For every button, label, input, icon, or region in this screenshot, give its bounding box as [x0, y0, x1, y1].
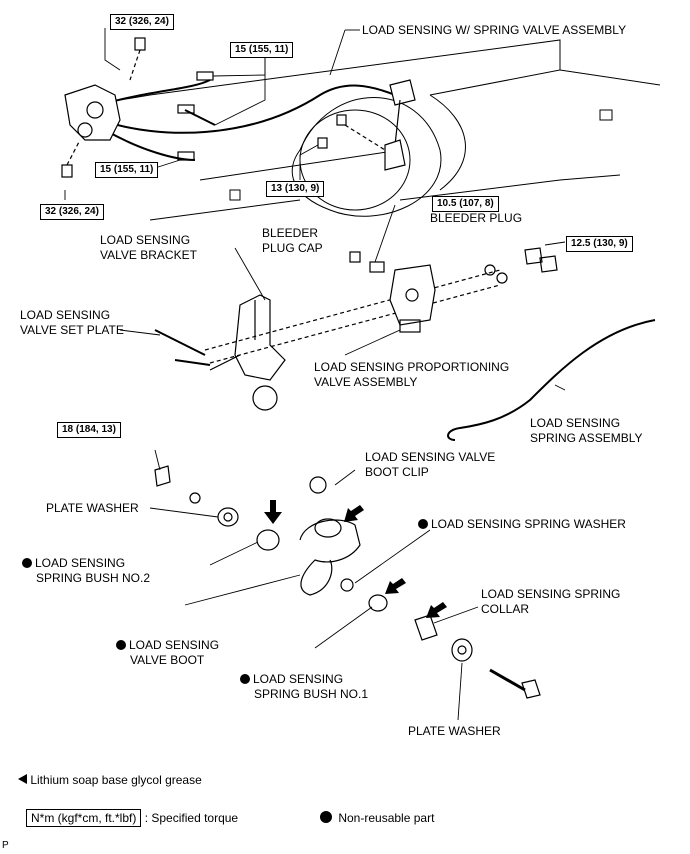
label-valve-boot-1: LOAD SENSING	[116, 638, 219, 653]
legend-grease-text: Lithium soap base glycol grease	[30, 773, 202, 787]
label-boot-clip-1: LOAD SENSING VALVE	[365, 450, 496, 464]
label-boot-clip-2: BOOT CLIP	[365, 465, 429, 479]
torque-32-top: 32 (326, 24)	[110, 14, 174, 30]
legend-torque-desc: : Specified torque	[144, 811, 239, 825]
label-bleeder-plug-cap-2: PLUG CAP	[262, 241, 323, 255]
label-valve-bracket-2: VALVE BRACKET	[100, 248, 197, 262]
lower-parts	[154, 465, 541, 699]
torque-18: 18 (184, 13)	[57, 422, 121, 438]
grease-arrow-icon	[18, 774, 27, 784]
label-spring-collar-2: COLLAR	[481, 602, 530, 616]
non-reusable-dot-icon	[418, 519, 428, 529]
label-valve-set-plate-1: LOAD SENSING	[20, 308, 111, 322]
label-proportioning-valve-2: VALVE ASSEMBLY	[314, 375, 418, 389]
non-reusable-dot-icon	[240, 674, 250, 684]
torque-12-5: 12.5 (130, 9)	[566, 236, 633, 252]
torque-13: 13 (130, 9)	[266, 181, 325, 197]
valve-set-plate-bolts	[154, 269, 501, 366]
label-bush-no1-1: LOAD SENSING	[240, 672, 343, 687]
leader-lines	[64, 28, 566, 721]
label-valve-boot-1-text: LOAD SENSING	[129, 638, 220, 652]
label-plate-washer-upper: PLATE WASHER	[46, 501, 139, 515]
label-bush-no2-1-text: LOAD SENSING	[35, 556, 126, 570]
corner-mark: P	[2, 840, 9, 851]
upper-right-valve	[317, 79, 416, 171]
torque-15-top: 15 (155, 11)	[230, 42, 294, 58]
label-bleeder-plug-cap-1: BLEEDER	[262, 226, 319, 240]
label-spring-washer: LOAD SENSING SPRING WASHER	[418, 517, 626, 532]
grease-arrows	[264, 500, 447, 618]
label-proportioning-valve-1: LOAD SENSING PROPORTIONING	[314, 360, 510, 374]
torque-10-5: 10.5 (107, 8)	[432, 196, 499, 212]
non-reusable-dot-icon	[22, 558, 32, 568]
label-spring-assembly-1: LOAD SENSING	[530, 416, 621, 430]
label-spring-assembly-2: SPRING ASSEMBLY	[530, 431, 643, 445]
label-valve-set-plate-2: VALVE SET PLATE	[20, 323, 124, 337]
torque-15-left: 15 (155, 11)	[95, 162, 159, 178]
label-bush-no1-2: SPRING BUSH NO.1	[254, 687, 369, 701]
label-bush-no2-2: SPRING BUSH NO.2	[36, 571, 151, 585]
label-valve-bracket-1: LOAD SENSING	[100, 233, 191, 247]
legend-torque-unit: N*m (kgf*cm, ft.*lbf)	[26, 809, 142, 827]
label-bleeder-plug: BLEEDER PLUG	[430, 211, 523, 225]
proportioning-valve	[349, 247, 558, 333]
label-spring-washer-text: LOAD SENSING SPRING WASHER	[431, 517, 626, 531]
spring-assembly	[447, 319, 656, 441]
legend-grease: Lithium soap base glycol grease	[18, 773, 202, 788]
axle-housing	[119, 39, 661, 221]
label-spring-valve-assembly: LOAD SENSING W/ SPRING VALVE ASSEMBLY	[362, 23, 627, 37]
label-spring-collar-1: LOAD SENSING SPRING	[481, 587, 621, 601]
legend-non-reusable-text: Non-reusable part	[338, 811, 435, 825]
torque-32-bottom: 32 (326, 24)	[40, 204, 104, 220]
non-reusable-dot-icon	[116, 640, 126, 650]
label-valve-boot-2: VALVE BOOT	[130, 653, 205, 667]
label-bush-no2-1: LOAD SENSING	[22, 556, 125, 571]
non-reusable-dot-icon	[320, 811, 332, 823]
legend-torque: N*m (kgf*cm, ft.*lbf) : Specified torque	[26, 809, 239, 827]
legend-non-reusable: Non-reusable part	[320, 811, 434, 826]
label-plate-washer-lower: PLATE WASHER	[408, 724, 501, 738]
label-bush-no1-1-text: LOAD SENSING	[253, 672, 344, 686]
brake-lines	[99, 79, 396, 161]
upper-left-valve	[61, 37, 214, 178]
